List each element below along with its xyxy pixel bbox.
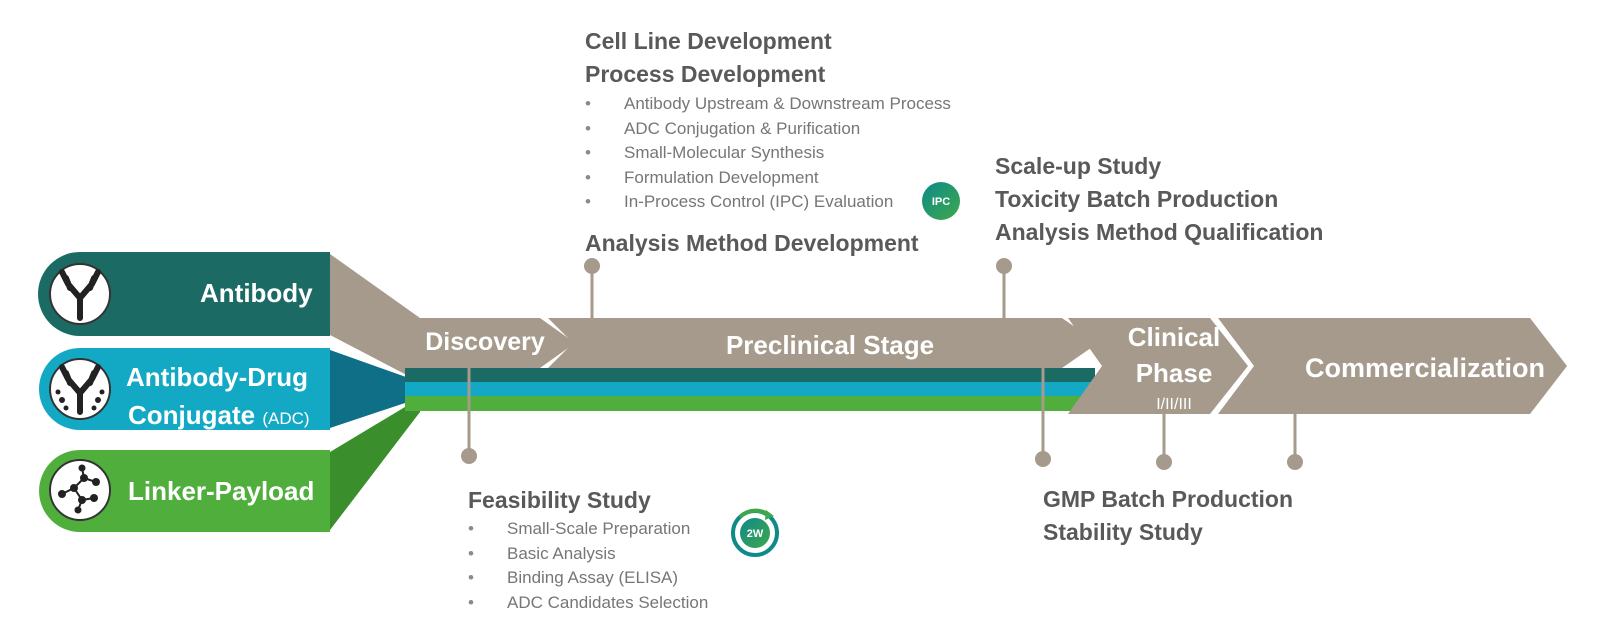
cell-line-development-heading: Cell Line Development bbox=[585, 28, 832, 54]
process-development-list: Antibody Upstream & Downstream Process A… bbox=[585, 92, 951, 215]
feasibility-list: Small-Scale Preparation Basic Analysis B… bbox=[468, 517, 708, 615]
pin-gmp bbox=[1035, 368, 1051, 467]
adc-label-line2: Conjugate (ADC) bbox=[128, 400, 310, 431]
adc-label-suffix: (ADC) bbox=[262, 409, 310, 428]
cyan-band bbox=[405, 382, 1095, 396]
list-item: Formulation Development bbox=[585, 166, 951, 191]
discovery-arrow bbox=[402, 318, 575, 368]
pin-scaleup bbox=[996, 258, 1012, 318]
list-item: Small-Scale Preparation bbox=[468, 517, 708, 542]
commercial-arrow bbox=[1218, 318, 1567, 414]
stage-discovery: Discovery bbox=[425, 328, 545, 356]
list-item: Binding Assay (ELISA) bbox=[468, 566, 708, 591]
toxicity-batch-heading: Toxicity Batch Production bbox=[995, 186, 1279, 212]
pin-clinical bbox=[1156, 414, 1172, 470]
process-development-heading: Process Development bbox=[585, 61, 826, 87]
list-item: ADC Conjugation & Purification bbox=[585, 117, 951, 142]
adc-pill bbox=[39, 348, 330, 430]
linker-pill bbox=[39, 450, 330, 532]
stage-clinical-sub: I/II/III bbox=[1156, 396, 1192, 413]
adc-icon bbox=[49, 358, 111, 420]
analysis-method-qualification-heading: Analysis Method Qualification bbox=[995, 219, 1324, 245]
two-week-badge: 2W bbox=[731, 508, 779, 557]
list-item: Small-Molecular Synthesis bbox=[585, 141, 951, 166]
teal-band bbox=[405, 368, 1095, 382]
antibody-pill bbox=[38, 252, 330, 336]
list-item: ADC Candidates Selection bbox=[468, 591, 708, 616]
pin-commercial bbox=[1287, 414, 1303, 470]
two-week-badge-label: 2W bbox=[747, 528, 764, 540]
stage-clinical-line1: Clinical bbox=[1127, 322, 1221, 352]
list-item: Antibody Upstream & Downstream Process bbox=[585, 92, 951, 117]
antibody-icon bbox=[49, 263, 111, 325]
stage-clinical-line2: Phase bbox=[1135, 358, 1213, 388]
stage-commercialization: Commercialization bbox=[1304, 353, 1546, 383]
adc-label-line1: Antibody-Drug bbox=[126, 362, 308, 392]
stability-study-heading: Stability Study bbox=[1043, 519, 1203, 545]
green-band bbox=[405, 396, 1095, 411]
stage-preclinical: Preclinical Stage bbox=[725, 330, 935, 360]
adc-funnel bbox=[330, 350, 420, 428]
clinical-arrow bbox=[1068, 318, 1248, 414]
linker-funnel bbox=[330, 398, 420, 530]
antibody-funnel bbox=[330, 254, 420, 382]
preclinical-arrow bbox=[548, 318, 1098, 368]
adc-label-conjugate: Conjugate bbox=[128, 400, 256, 430]
linker-payload-label: Linker-Payload bbox=[128, 476, 315, 506]
pin-analysis-method-development bbox=[584, 258, 600, 318]
gmp-batch-production-heading: GMP Batch Production bbox=[1043, 486, 1294, 512]
scaleup-study-heading: Scale-up Study bbox=[995, 153, 1162, 179]
list-item: In-Process Control (IPC) Evaluation bbox=[585, 190, 951, 215]
pin-feasibility bbox=[461, 368, 477, 464]
antibody-label: Antibody bbox=[200, 278, 313, 308]
list-item: Basic Analysis bbox=[468, 542, 708, 567]
molecule-network-icon bbox=[49, 459, 111, 521]
analysis-method-development-heading: Analysis Method Development bbox=[585, 230, 919, 256]
feasibility-study-heading: Feasibility Study bbox=[468, 487, 651, 513]
